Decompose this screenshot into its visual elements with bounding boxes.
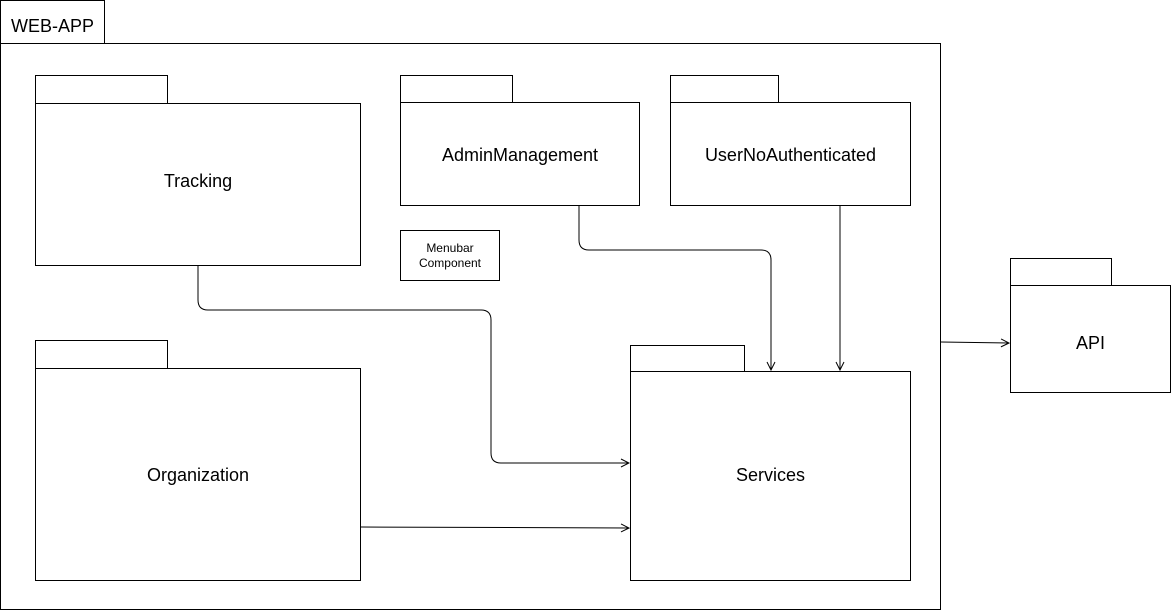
user-no-authenticated-package-tab [670, 75, 779, 103]
web-app-to-api-arrow [940, 342, 1009, 343]
organization-package[interactable]: Organization [35, 368, 361, 581]
services-package[interactable]: Services [630, 371, 911, 581]
tracking-package-label: Tracking [163, 171, 233, 191]
api-package-label: API [1075, 333, 1105, 353]
organization-package-tab [35, 340, 168, 369]
organization-package-label: Organization [146, 465, 250, 485]
admin-management-package-label: AdminManagement [441, 145, 599, 165]
web-app-frame-title: WEB-APP [10, 16, 94, 36]
tracking-to-services-arrow [197, 266, 629, 463]
menubar-component-label-line2: Component [418, 256, 482, 270]
web-app-frame [0, 43, 941, 610]
menubar-component[interactable]: Menubar Component [400, 230, 500, 281]
user-no-authenticated-package[interactable]: UserNoAuthenticated [670, 102, 911, 206]
tracking-package[interactable]: Tracking [35, 103, 361, 266]
user-no-authenticated-package-label: UserNoAuthenticated [704, 145, 877, 165]
admin-to-services-arrow [578, 206, 771, 370]
api-package-tab [1010, 258, 1112, 286]
organization-to-services-arrow [360, 527, 629, 528]
menubar-component-label-line1: Menubar [426, 241, 474, 255]
web-app-frame-tab: WEB-APP [0, 0, 105, 44]
services-package-label: Services [735, 465, 806, 485]
admin-management-package[interactable]: AdminManagement [400, 102, 640, 206]
